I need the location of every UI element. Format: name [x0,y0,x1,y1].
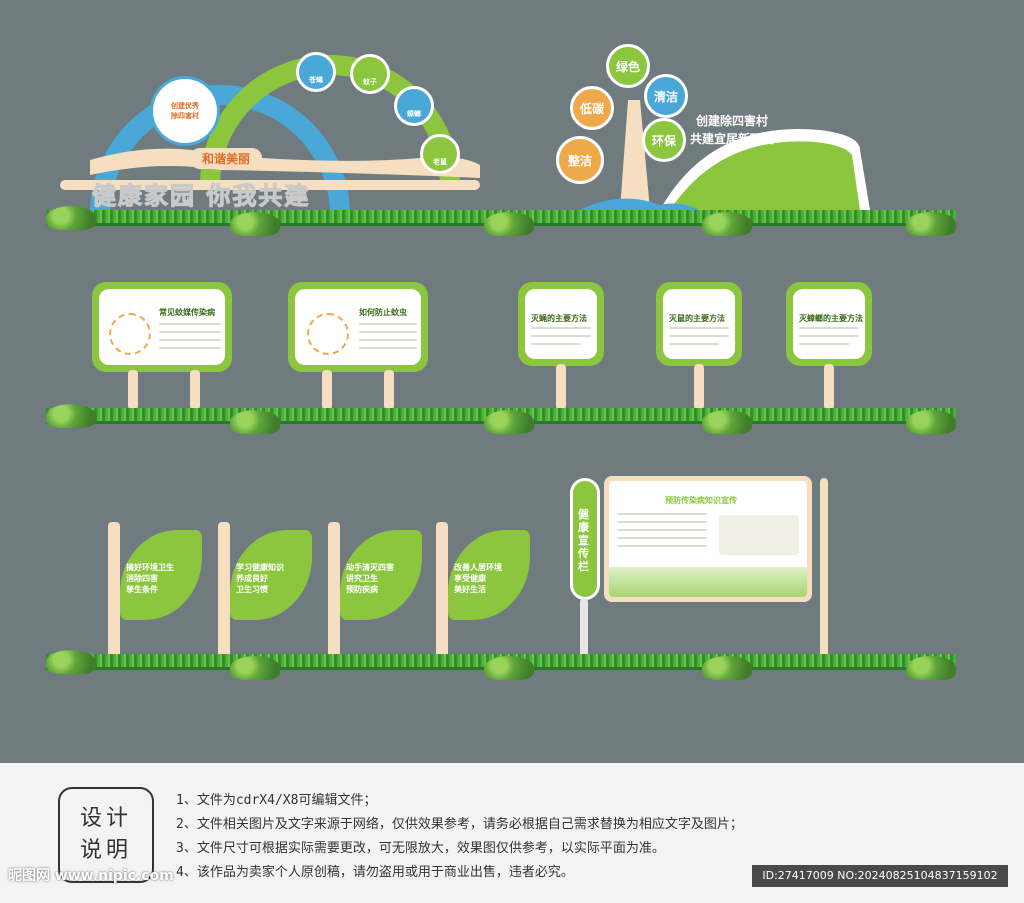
photo-grid [719,515,799,555]
board-big: 预防传染病知识宣传 [604,476,812,602]
post [384,370,394,410]
bush [46,404,96,428]
bush [46,206,96,230]
mosquito-label: 蚊子 [363,78,377,86]
bush [906,656,956,680]
bush [484,656,534,680]
leaf-4-text: 改善人居环境 享受健康 美好生活 [454,563,502,594]
post [328,522,340,660]
tree-circle-eco: 环保 [642,118,686,162]
tree-circle-tidy: 整洁 [556,136,604,184]
bush [906,212,956,236]
bush [46,650,96,674]
post [128,370,138,410]
board-5-title: 灭蟑螂的主要方法 [799,314,863,323]
board-4: 灭鼠的主要方法 [656,282,742,366]
mosquito-circle: 蚊子 [350,54,390,94]
cockroach-label: 蟑螂 [407,110,421,118]
notes-panel: 设计 说明 1、文件为cdrX4/X8可编辑文件； 2、文件相关图片及文字来源于… [0,763,1024,903]
tree-fan-graphic [580,100,870,210]
board-3-title: 灭蝇的主要方法 [531,314,587,323]
bush [702,212,752,236]
post [322,370,332,410]
board-5: 灭蟑螂的主要方法 [786,282,872,366]
leaf-3-text: 动手清灭四害 讲究卫生 预防疾病 [346,563,394,594]
board-2: 如何防止蚊虫 [288,282,428,372]
rat-label: 老鼠 [433,158,447,166]
post [218,522,230,660]
note-line-2: 2、文件相关图片及文字来源于网络，仅供效果参考，请务必根据自己需求替换为相应文字… [176,817,743,832]
arch-graphic [60,55,480,216]
cockroach-circle: 蟑螂 [394,86,434,126]
bush [702,656,752,680]
harmony-badge: 和谐美丽 [190,148,263,169]
fly-label: 苍蝇 [309,76,323,84]
bush [230,212,280,236]
mosquito-diagram [109,313,151,355]
post [108,522,120,660]
post [436,522,448,660]
note-line-3: 3、文件尺寸可根据实际需要更改，可无限放大，效果图仅供参考，以实际平面为准。 [176,841,665,856]
post [820,478,828,660]
tree-circle-lowcarbon: 低碳 [570,86,614,130]
board-4-title: 灭鼠的主要方法 [669,314,725,323]
bush [484,212,534,236]
post [694,364,704,410]
leaf-2-text: 学习健康知识 养成良好 卫生习惯 [236,563,284,594]
post [580,598,588,660]
fan-slogan: 创建除四害村 共建宜居新环境 [690,114,775,146]
leaf-1-text: 搞好环境卫生 消除四害 孳生条件 [126,563,174,594]
notes-badge: 设计 说明 [58,787,154,883]
bush [484,410,534,434]
prevention-diagram [307,313,349,355]
id-bar: ID:27417009 NO:20240825104837159102 [752,865,1008,887]
bush [702,410,752,434]
board-big-title: 预防传染病知识宣传 [665,496,737,505]
bush [230,656,280,680]
post [824,364,834,410]
note-line-1: 1、文件为cdrX4/X8可编辑文件； [176,793,377,808]
note-line-4: 4、该作品为卖家个人原创稿，请勿盗用或用于商业出售，违者必究。 [176,865,574,880]
rat-circle: 老鼠 [420,134,460,174]
watermark: 昵图网 www.nipic.com [8,868,174,884]
city-skyline [609,567,807,597]
tree-circle-green: 绿色 [606,44,650,88]
bush [906,410,956,434]
board-3: 灭蝇的主要方法 [518,282,604,366]
tree-circle-clean: 清洁 [644,74,688,118]
bush [230,410,280,434]
fly-circle: 苍蝇 [296,52,336,92]
main-slogan: 健康家园 你我共建 [91,182,311,211]
post [556,364,566,410]
board-1: 常见蚊媒传染病 [92,282,232,372]
post [190,370,200,410]
board-2-title: 如何防止蚊虫 [359,308,407,317]
side-label: 健康宣传栏 [578,508,589,573]
bubble: 创建优秀 除四害村 [150,76,220,146]
board-1-title: 常见蚊媒传染病 [159,308,215,317]
